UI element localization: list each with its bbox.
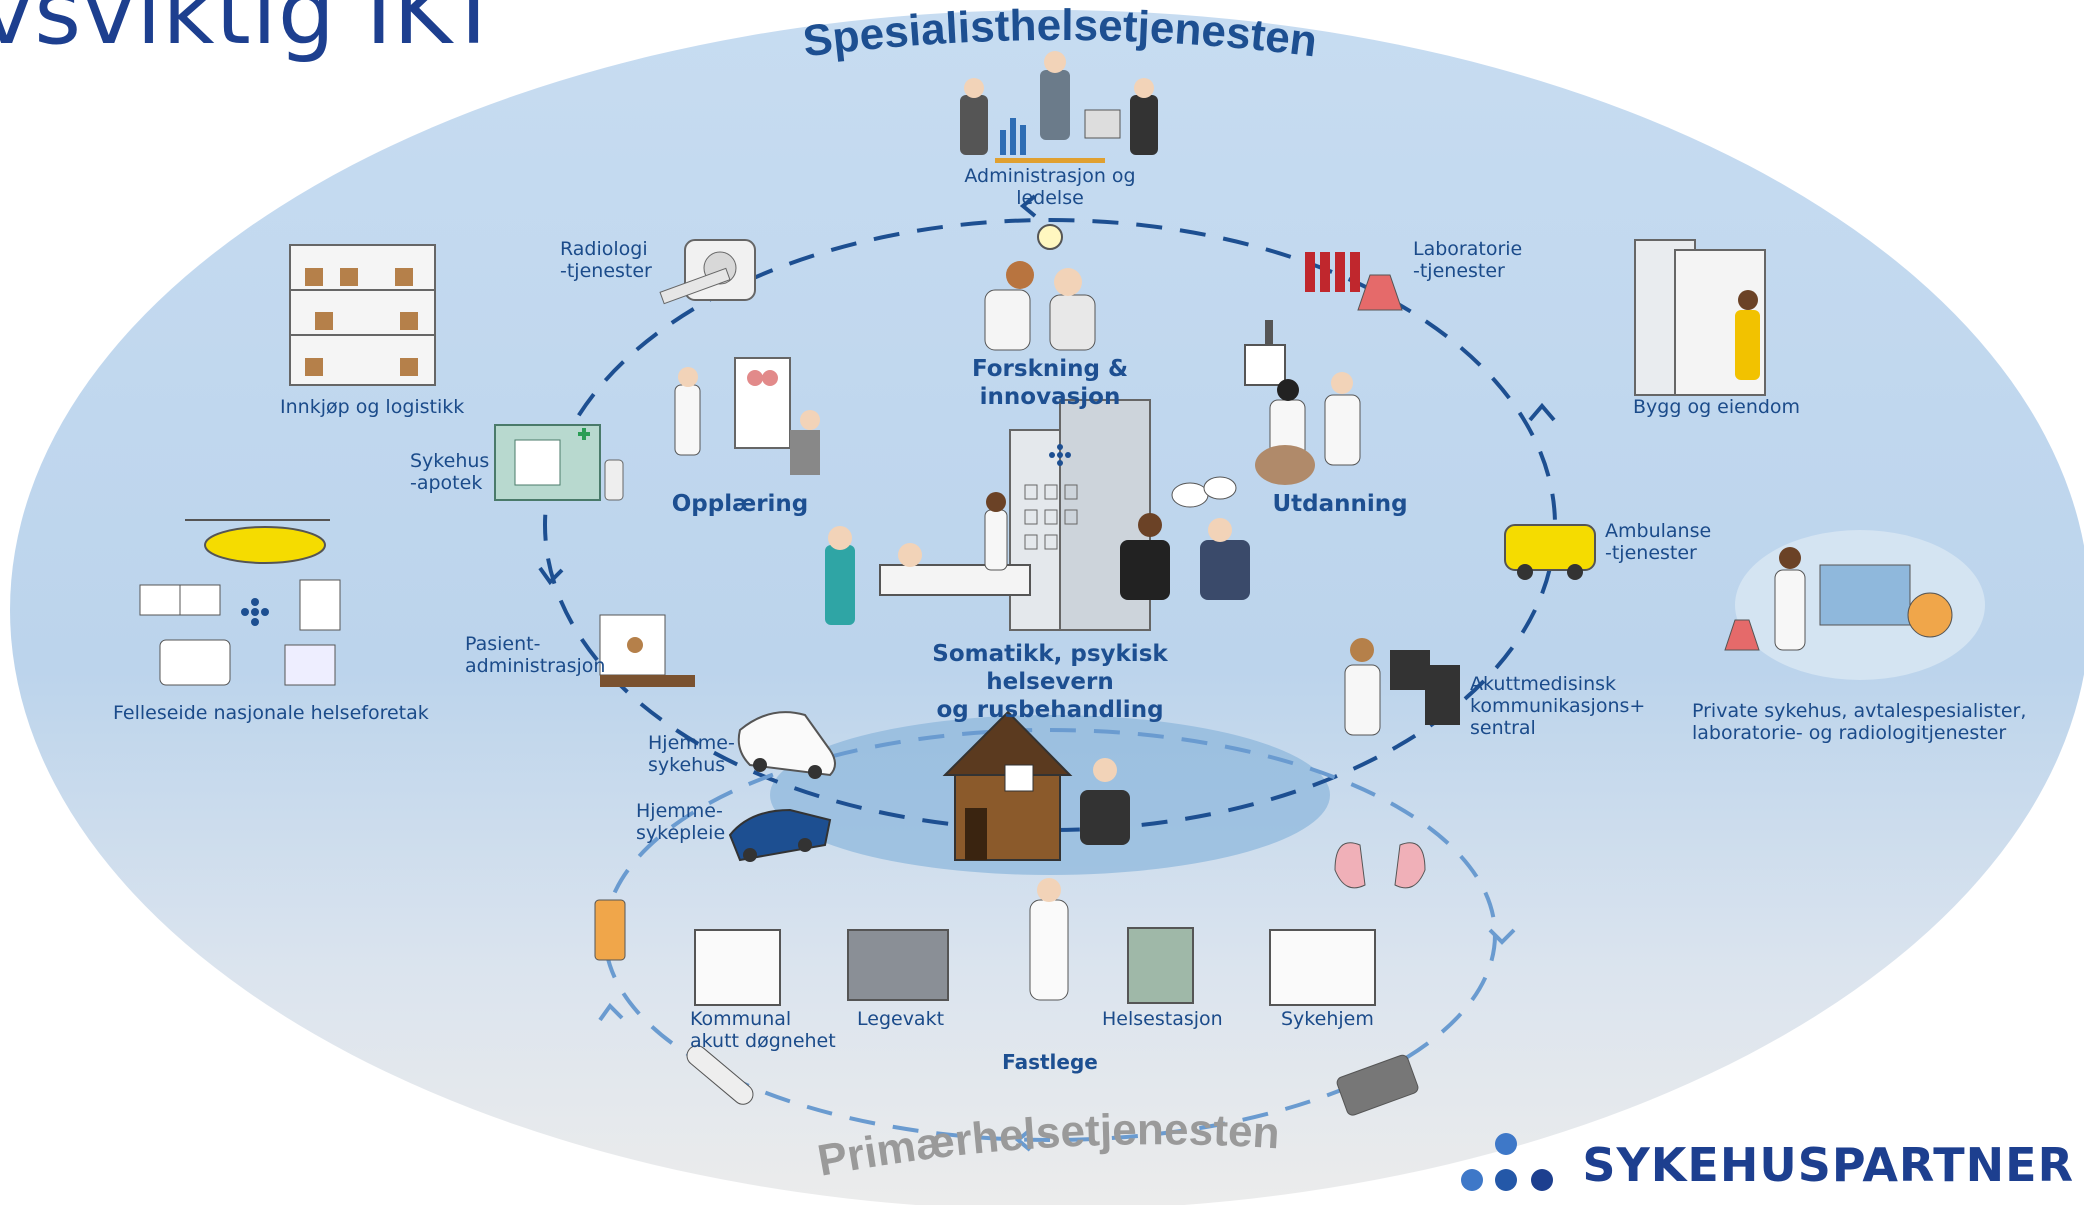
- heading-forskning: Forskning & innovasjon: [971, 356, 1129, 410]
- patient-admin-illustration: [599, 614, 695, 687]
- home-nursing-car: [728, 808, 832, 862]
- heading-fastlege: Fastlege: [1002, 1050, 1098, 1074]
- label-private: Private sykehus, avtalespesialister, lab…: [1692, 700, 2027, 744]
- hospital-illustration: [1009, 399, 1151, 631]
- label-pasientadm: Pasient- administrasjon: [465, 633, 606, 677]
- emergency-central-illustration: [1344, 638, 1460, 736]
- label-administrasjon: Administrasjon og ledelse: [964, 165, 1136, 209]
- primary-care-buildings: [694, 878, 1376, 1006]
- arrow-right-bottom: [1488, 928, 1516, 945]
- label-bygg: Bygg og eiendom: [1633, 396, 1801, 418]
- label-laboratorie: Laboratorie -tjenester: [1413, 238, 1523, 282]
- arrow-left-bottom: [598, 1002, 624, 1022]
- label-apotek: Sykehus -apotek: [410, 450, 490, 494]
- training-illustration: [674, 357, 820, 475]
- label-felleseide: Felleseide nasjonale helseforetak: [113, 702, 429, 724]
- home-hospital-car: [737, 711, 836, 779]
- label-akutt: Akuttmedisinsk kommunikasjons+ sentral: [1470, 673, 1646, 739]
- heading-opplaering: Opplæring: [671, 491, 809, 517]
- sykehuspartner-logo: SYKEHUSPARTNER: [1458, 1130, 2074, 1200]
- mri-illustration: [659, 239, 756, 305]
- heading-utdanning: Utdanning: [1272, 491, 1408, 517]
- label-sykehjem: Sykehjem: [1281, 1008, 1374, 1030]
- home-illustration: [942, 710, 1130, 861]
- education-illustration: [1244, 320, 1361, 485]
- warehouse-illustration: [289, 244, 436, 386]
- label-ambulanse: Ambulanse -tjenester: [1605, 520, 1712, 564]
- arrow-bottom: [1014, 1128, 1032, 1152]
- arrow-left: [538, 566, 564, 586]
- arrow-top: [1019, 194, 1037, 218]
- label-legevakt: Legevakt: [857, 1008, 945, 1030]
- lab-illustration: [1305, 252, 1403, 311]
- research-illustration: [984, 261, 1096, 351]
- therapy-illustration: [1120, 476, 1250, 600]
- logo-dots-icon: [1461, 1133, 1554, 1191]
- pharmacy-illustration: [494, 424, 624, 501]
- buildings-illustration: [1634, 239, 1766, 396]
- admin-people-illustration: [960, 51, 1158, 163]
- private-services-illustration: [1724, 530, 1985, 680]
- label-helsestasjon: Helsestasjon: [1102, 1008, 1223, 1030]
- label-radiologi: Radiologi -tjenester: [560, 238, 652, 282]
- medical-items: [594, 842, 1426, 1116]
- logo-text: SYKEHUSPARTNER: [1582, 1138, 2074, 1192]
- patient-bed-illustration: [825, 492, 1031, 625]
- ambulance-illustration: [1504, 524, 1596, 580]
- label-hjemmesykehus: Hjemme- sykehus: [648, 732, 735, 776]
- arrow-right: [1528, 402, 1556, 422]
- heading-somatikk: Somatikk, psykisk helsevern og rusbehand…: [932, 641, 1168, 723]
- lightbulb-icon: [1037, 224, 1063, 250]
- label-hjemmesykepleie: Hjemme- sykepleie: [636, 800, 726, 844]
- national-services-illustration: [139, 519, 341, 686]
- label-innkjop: Innkjøp og logistikk: [280, 396, 465, 418]
- label-kommunal: Kommunal akutt døgnehet: [690, 1008, 836, 1052]
- page-title: vsviktig IKT: [0, 0, 503, 65]
